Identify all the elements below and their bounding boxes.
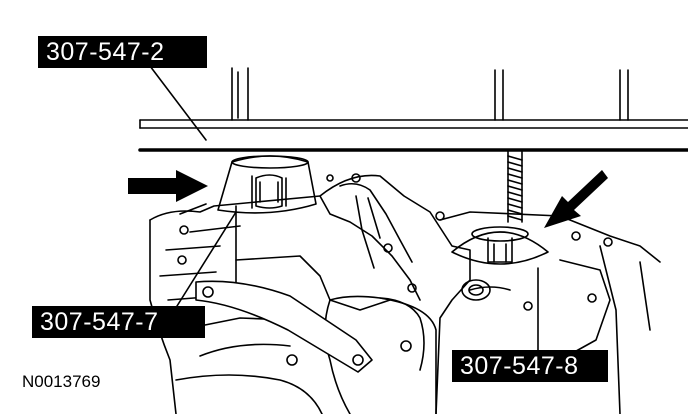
leader-lines xyxy=(149,65,539,357)
figure-id: N0013769 xyxy=(22,372,101,391)
linkage-bar xyxy=(195,280,373,373)
threaded-spindle xyxy=(507,149,523,223)
adapter-cup-right xyxy=(451,226,549,265)
arrow-left-pointer-icon xyxy=(128,170,208,202)
arrow-right-pointer-icon xyxy=(544,170,608,228)
fasteners xyxy=(177,173,613,366)
callout-307-547-8: 307-547-8 xyxy=(452,350,608,382)
callout-307-547-2: 307-547-2 xyxy=(38,36,207,68)
press-frame xyxy=(138,67,688,152)
callout-307-547-7: 307-547-7 xyxy=(32,306,205,338)
